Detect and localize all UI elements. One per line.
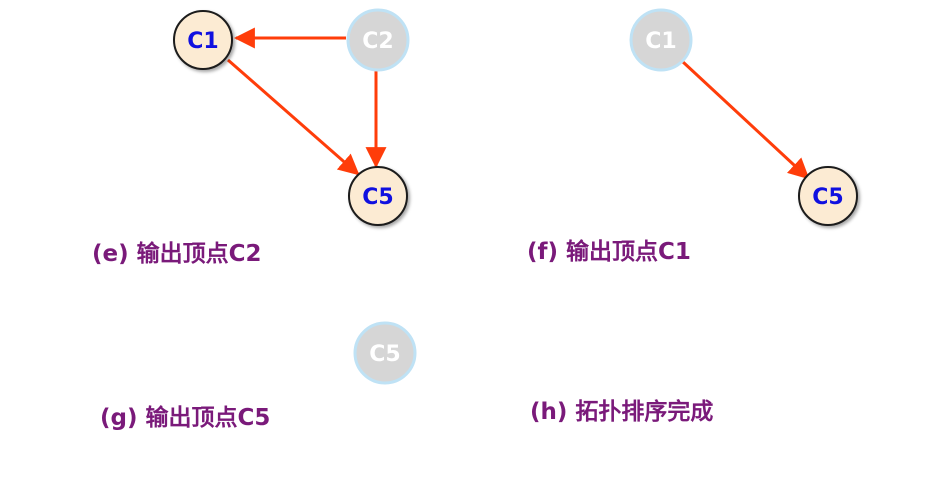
node-label-c5: C5 (369, 342, 400, 367)
node-c1: C1 (629, 8, 693, 72)
caption-h: (h) 拓扑排序完成 (530, 399, 714, 425)
edge-c1-c5 (681, 60, 810, 180)
caption-g: (g) 输出顶点C5 (100, 405, 271, 431)
panel-f: C1 C5 (629, 8, 858, 226)
panel-e: C1 C2 C5 (173, 8, 410, 226)
caption-e: (e) 输出顶点C2 (92, 241, 262, 267)
node-c5: C5 (348, 166, 408, 226)
node-label-c5: C5 (812, 185, 843, 210)
node-c2: C2 (346, 8, 410, 72)
edge-c1-c5 (227, 58, 360, 176)
node-label-c1: C1 (645, 29, 676, 54)
node-c5: C5 (798, 166, 858, 226)
node-label-c5: C5 (362, 185, 393, 210)
node-c5: C5 (353, 321, 417, 385)
panel-g: C5 (353, 321, 417, 385)
node-c1: C1 (173, 10, 233, 70)
node-label-c2: C2 (362, 29, 393, 54)
caption-f: (f) 输出顶点C1 (527, 239, 691, 265)
node-label-c1: C1 (187, 29, 218, 54)
edges-f (681, 60, 810, 180)
edges-e (227, 27, 387, 176)
